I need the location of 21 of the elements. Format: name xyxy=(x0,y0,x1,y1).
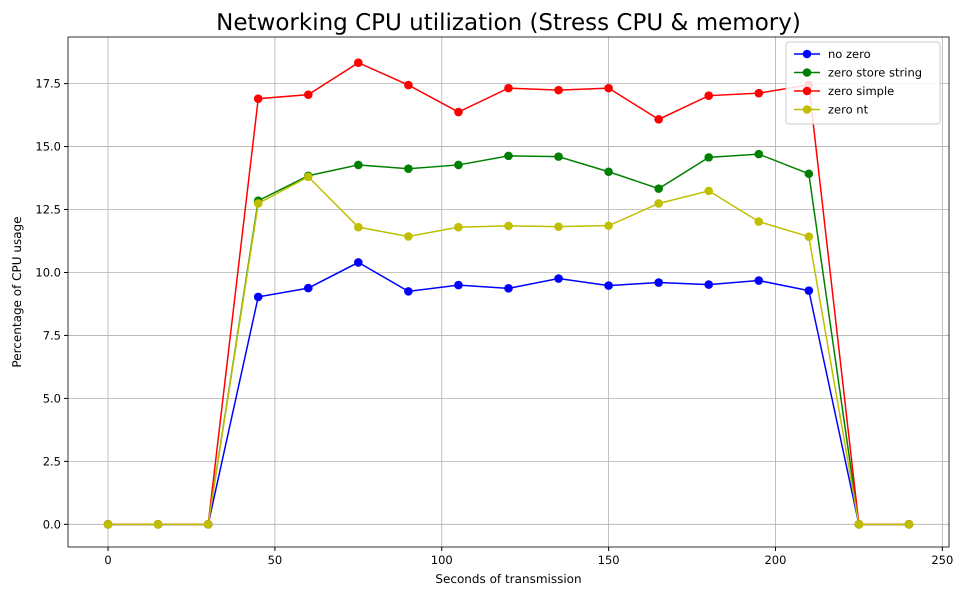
y-tick-label: 12.5 xyxy=(35,202,61,217)
y-tick-label: 5.0 xyxy=(42,391,61,406)
x-tick-label: 100 xyxy=(430,553,453,567)
x-tick-label: 50 xyxy=(268,553,282,567)
legend-label: zero nt xyxy=(828,102,868,116)
legend-label: zero store string xyxy=(828,66,922,80)
axis-title: Seconds of transmission xyxy=(435,572,582,586)
y-tick-label: 15.0 xyxy=(35,140,61,154)
chart-title: Networking CPU utilization (Stress CPU & memory) xyxy=(216,10,801,36)
y-tick-label: 17.5 xyxy=(35,76,61,91)
y-tick-label: 2.5 xyxy=(42,454,61,468)
y-tick-label: 7.5 xyxy=(42,328,61,342)
y-tick-label: 0.0 xyxy=(42,517,61,532)
legend-label: no zero xyxy=(828,47,871,61)
axis-title: Percentage of CPU usage xyxy=(10,216,24,368)
x-tick-label: 200 xyxy=(764,553,786,567)
x-tick-label: 250 xyxy=(931,553,954,567)
legend-label: zero simple xyxy=(828,84,894,98)
x-tick-label: 150 xyxy=(598,553,620,567)
x-tick-label: 0 xyxy=(104,553,112,567)
y-tick-label: 10.0 xyxy=(35,265,61,280)
